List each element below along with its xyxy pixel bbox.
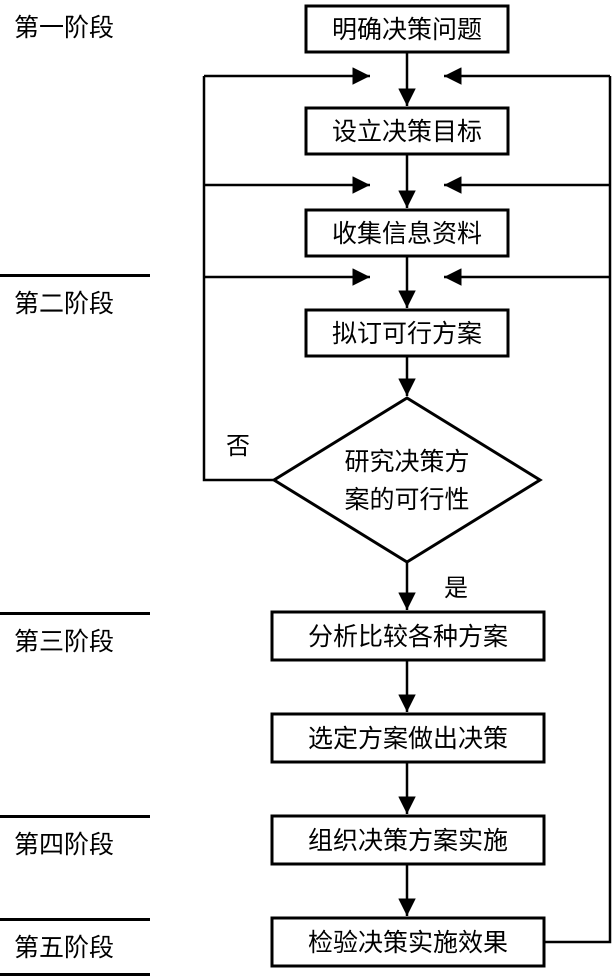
node-feasibility-decision: 研究决策方 案的可行性 — [271, 396, 543, 564]
stage-5-label: 第五阶段 — [14, 933, 115, 962]
stage-divider — [0, 274, 150, 277]
node-check-effect-label: 检验决策实施效果 — [308, 928, 508, 957]
node-check-effect: 检验决策实施效果 — [270, 916, 546, 968]
node-compare-plans: 分析比较各种方案 — [270, 610, 546, 662]
node-draft-plans: 拟订可行方案 — [304, 308, 510, 358]
stage-4-label: 第四阶段 — [14, 830, 115, 859]
loop-right-trunk — [544, 76, 612, 944]
stage-divider — [0, 612, 150, 615]
stage-divider — [0, 815, 150, 818]
node-implement-plan: 组织决策方案实施 — [270, 814, 546, 866]
stage-divider — [0, 918, 150, 921]
left-feedback-loop — [202, 67, 370, 482]
right-feedback-loop — [444, 67, 612, 944]
node-feasibility-label-line1: 研究决策方 — [344, 447, 469, 476]
node-set-goal: 设立决策目标 — [304, 106, 510, 156]
node-collect-info-label: 收集信息资料 — [332, 219, 482, 248]
stage-divider — [0, 973, 150, 976]
loop-left-trunk — [202, 76, 274, 482]
node-define-problem: 明确决策问题 — [304, 4, 510, 54]
node-set-goal-label: 设立决策目标 — [332, 117, 482, 146]
node-compare-plans-label: 分析比较各种方案 — [308, 622, 508, 651]
stage-1-label: 第一阶段 — [14, 13, 115, 42]
node-define-problem-label: 明确决策问题 — [332, 15, 482, 44]
edge-label-yes: 是 — [444, 574, 468, 602]
node-select-plan: 选定方案做出决策 — [270, 712, 546, 764]
stage-3-label: 第三阶段 — [14, 627, 115, 656]
node-draft-plans-label: 拟订可行方案 — [332, 319, 482, 348]
node-feasibility-label-line2: 案的可行性 — [344, 485, 469, 514]
stage-2-label: 第二阶段 — [14, 289, 115, 318]
node-collect-info: 收集信息资料 — [304, 208, 510, 258]
edge-label-no: 否 — [226, 432, 250, 460]
node-select-plan-label: 选定方案做出决策 — [308, 724, 508, 753]
node-implement-plan-label: 组织决策方案实施 — [308, 826, 508, 855]
